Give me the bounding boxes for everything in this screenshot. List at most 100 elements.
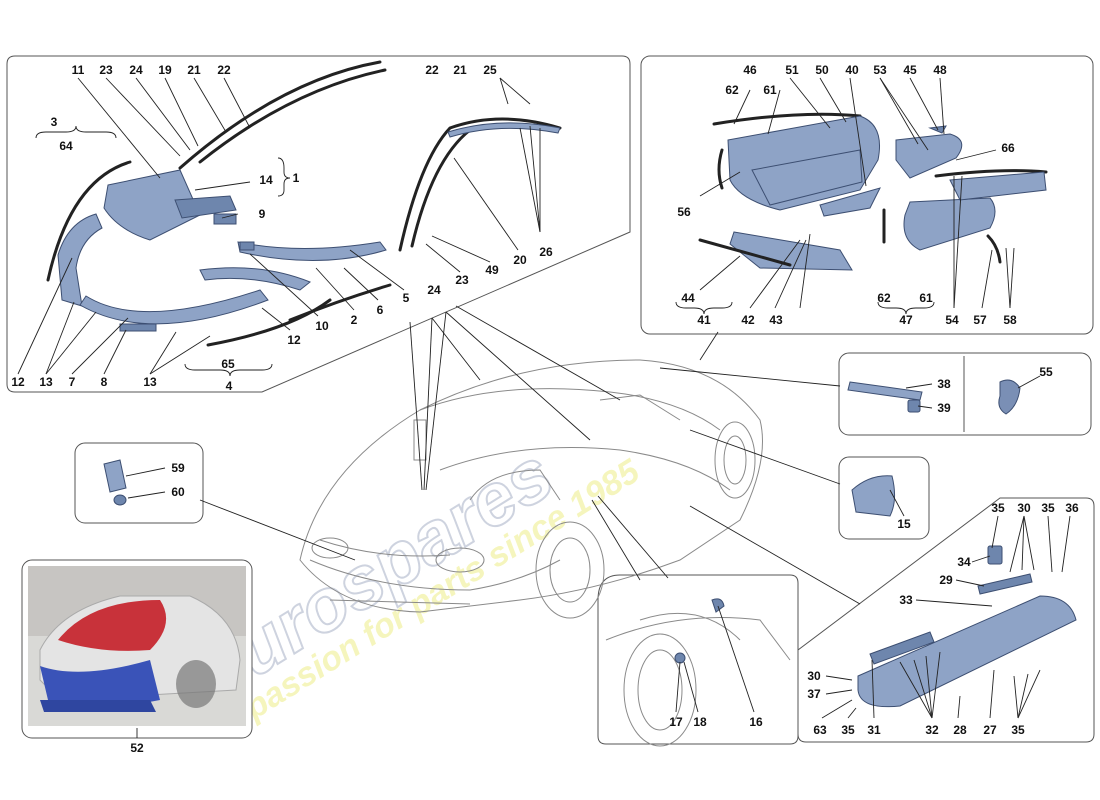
- callout-13: 13: [39, 375, 53, 389]
- callout-60: 60: [171, 485, 185, 499]
- panel-wrap-photo: 52: [21, 559, 253, 755]
- car-blue-wrap-area: [40, 660, 160, 706]
- callout-32: 32: [925, 723, 939, 737]
- panel-fuel-door: 17 18 16: [597, 574, 799, 747]
- callout-50: 50: [815, 63, 829, 77]
- callout-5: 5: [403, 291, 410, 305]
- callout-22: 22: [217, 63, 231, 77]
- callout-55: 55: [1039, 365, 1053, 379]
- callout-35d: 35: [1011, 723, 1025, 737]
- callout-23b: 23: [455, 273, 469, 287]
- callout-33: 33: [899, 593, 913, 607]
- callout-46: 46: [743, 63, 757, 77]
- panel-badges-frame: [838, 352, 1092, 436]
- callout-11: 11: [72, 63, 85, 77]
- callout-38: 38: [937, 377, 951, 391]
- rear-badge-part: [847, 381, 923, 401]
- callout-23: 23: [99, 63, 113, 77]
- callout-36: 36: [1065, 501, 1079, 515]
- callout-10: 10: [315, 319, 329, 333]
- side-skirt-part: [857, 595, 1077, 708]
- callout-24b: 24: [427, 283, 441, 297]
- callout-43: 43: [769, 313, 783, 327]
- nut-part: [113, 494, 127, 506]
- callout-18: 18: [693, 715, 707, 729]
- front-bumper-parts: [46, 160, 392, 347]
- callout-6: 6: [377, 303, 384, 317]
- callout-8: 8: [101, 375, 108, 389]
- callout-16: 16: [749, 715, 763, 729]
- callout-12b: 12: [287, 333, 301, 347]
- callout-2: 2: [351, 313, 358, 327]
- panel-fasteners-frame: [74, 442, 204, 524]
- panel-engine-bay-trim: 46 62 61 51 50 40 53 45 48 66 56 44 41 4…: [640, 55, 1094, 335]
- engine-bay-labels: 46 62 61 51 50 40 53 45 48 66 56 44 41 4…: [677, 63, 1017, 327]
- callout-47: 47: [899, 313, 913, 327]
- panel-side-intake: 15: [838, 456, 930, 540]
- callout-1: 1: [293, 171, 300, 185]
- callout-37: 37: [807, 687, 821, 701]
- callout-14: 14: [259, 173, 273, 187]
- panel-fasteners: 59 60: [74, 442, 204, 524]
- callout-35c: 35: [841, 723, 855, 737]
- callout-56: 56: [677, 205, 691, 219]
- callout-57: 57: [973, 313, 987, 327]
- callout-59: 59: [171, 461, 185, 475]
- panel-front-trim-leaders: [17, 71, 781, 377]
- callout-44: 44: [681, 291, 695, 305]
- callout-58: 58: [1003, 313, 1017, 327]
- side-skirt-labels: 35 30 35 36 34 29 33 30 37 63 35 31 32 2…: [807, 501, 1079, 737]
- callout-61: 61: [763, 83, 777, 97]
- side-skirt-leaders: [821, 515, 1071, 719]
- callout-21: 21: [187, 63, 201, 77]
- callout-53: 53: [873, 63, 887, 77]
- callout-28: 28: [953, 723, 967, 737]
- callout-24: 24: [129, 63, 143, 77]
- callout-20: 20: [513, 253, 527, 267]
- side-intake-grille-part: [851, 475, 896, 517]
- callout-12: 12: [11, 375, 25, 389]
- panel-badges: 38 39 55: [838, 352, 1092, 436]
- panel-front-trim-labels: 3 64 11 23 24 19 21 22 14 1 9 12 13 7 8 …: [11, 63, 553, 393]
- windscreen-trim-strips: [178, 60, 562, 252]
- fuel-door-part: [711, 598, 725, 613]
- callout-21b: 21: [453, 63, 467, 77]
- panel-side-skirt: 35 30 35 36 34 29 33 30 37 63 35 31 32 2…: [797, 497, 1095, 743]
- callout-31: 31: [867, 723, 881, 737]
- callout-63: 63: [813, 723, 827, 737]
- callout-39: 39: [937, 401, 951, 415]
- callout-3: 3: [51, 115, 58, 129]
- callout-49: 49: [485, 263, 499, 277]
- engine-bay-leaders: [675, 77, 1015, 315]
- callout-29: 29: [939, 573, 953, 587]
- callout-34: 34: [957, 555, 971, 569]
- callout-7: 7: [69, 375, 76, 389]
- callout-17: 17: [669, 715, 683, 729]
- callout-65: 65: [221, 357, 235, 371]
- panel-front-trim-frame: [6, 55, 631, 393]
- callout-15: 15: [897, 517, 911, 531]
- callout-4: 4: [226, 379, 233, 393]
- callout-66: 66: [1001, 141, 1015, 155]
- callout-25: 25: [483, 63, 497, 77]
- callout-45: 45: [903, 63, 917, 77]
- engine-bay-parts: [698, 112, 1048, 271]
- panel-connector-lines: [199, 305, 861, 605]
- callout-35b: 35: [1041, 501, 1055, 515]
- callout-52: 52: [130, 741, 144, 755]
- callout-64: 64: [59, 139, 73, 153]
- callout-26: 26: [539, 245, 553, 259]
- callout-51: 51: [785, 63, 799, 77]
- prancing-horse-emblem-icon: [998, 379, 1021, 415]
- clip-part: [103, 459, 127, 493]
- callout-42: 42: [741, 313, 755, 327]
- callout-27: 27: [983, 723, 997, 737]
- callout-9: 9: [259, 207, 266, 221]
- callout-40: 40: [845, 63, 859, 77]
- car-red-wrap-area: [58, 600, 167, 651]
- callout-30: 30: [1017, 501, 1031, 515]
- callout-13b: 13: [143, 375, 157, 389]
- callout-62b: 62: [877, 291, 891, 305]
